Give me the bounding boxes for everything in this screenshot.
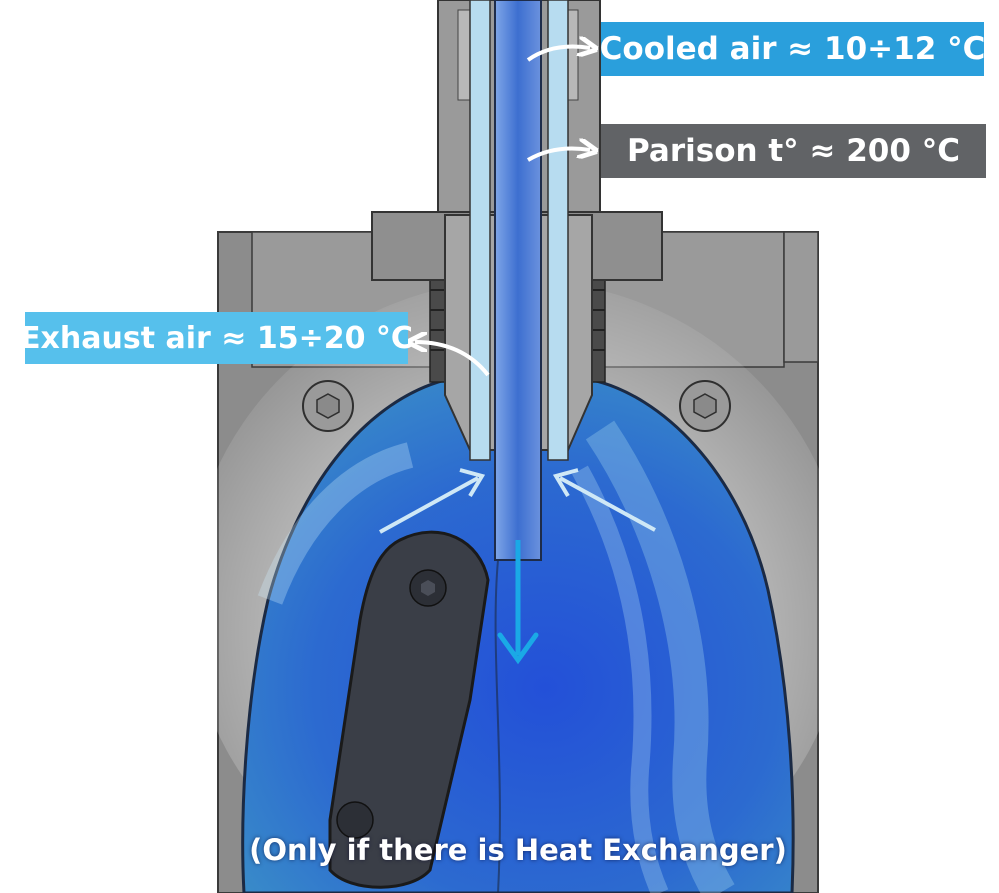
inner-insert (328, 530, 490, 889)
parison-callout-arrow (526, 148, 590, 162)
return-flow-arrow-left (379, 468, 486, 534)
exhaust-air-callout-arrow (415, 342, 490, 377)
heat-exchanger-note: (Only if there is Heat Exchanger) (249, 833, 787, 867)
exhaust-air-label: Exhaust air ≈ 15÷20 °C (20, 312, 413, 364)
mold-bolt-left (302, 380, 354, 432)
cooled-air-callout-arrow (526, 47, 590, 62)
blow-pin (494, 0, 542, 561)
inlet-flow-arrow (497, 540, 539, 665)
parison-temperature-label: Parison t° ≈ 200 °C (601, 124, 986, 178)
cooled-air-label: Cooled air ≈ 10÷12 °C (600, 22, 985, 76)
mold-bolt-right (679, 380, 731, 432)
return-flow-arrow-right (552, 468, 656, 532)
